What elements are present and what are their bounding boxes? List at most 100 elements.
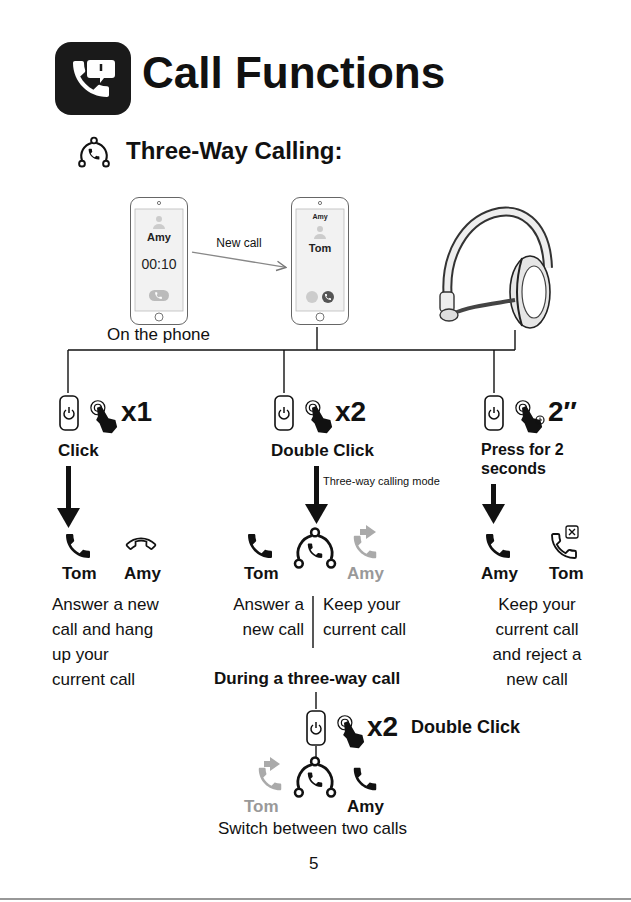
button-icons [307,711,325,745]
outcome-icons [486,534,510,558]
branch-lines [283,350,284,393]
outcome-icons [126,530,156,560]
result-text: Answer a new call and hang up your curre… [52,593,161,693]
down-arrows [66,466,71,512]
headset-illustration [452,300,515,314]
action-name: Double Click [271,441,374,461]
action-name: Click [58,441,99,461]
caller-name: Amy [124,564,161,584]
caller-name: Amy [131,231,187,243]
three-way-icon [79,138,109,167]
button-icons [60,396,78,430]
branch-lines [315,692,316,709]
caller-name: Amy [292,213,348,220]
title-icon [87,60,115,83]
button-icons [338,716,364,748]
headset-illustration [510,256,550,328]
outcome-icons [66,534,90,558]
button-icons [60,396,544,748]
call-info: 00:10 [131,256,187,272]
caption-text: On the phone [107,325,210,345]
caller-name: Amy [347,564,384,584]
edge-label: New call [215,237,262,251]
page-number: 5 [309,854,318,874]
branch-lines [493,350,494,393]
press-duration: 2″ [548,396,577,428]
phone-outline [149,290,169,301]
outcome-icons [360,529,367,535]
result-text: Switch between two calls [218,819,407,839]
caller-name: Tom [244,564,279,584]
outcome-icons [354,768,377,791]
branch-lines [68,327,515,758]
outcome-icons [248,534,272,558]
outcome-icons [295,529,335,568]
branch-lines [67,350,68,393]
call-transition-arrow [192,252,286,267]
press-count: x2 [335,396,366,428]
title-icon [100,64,103,71]
outcome-icons [259,768,282,791]
action-name: Press for 2 seconds [481,440,593,478]
down-arrows [482,504,505,524]
button-icons [275,396,293,430]
page-title: Call Functions [142,48,445,99]
headset-illustration [440,309,458,321]
phone-screen: Amy 00:10 [130,197,188,325]
headset-illustration [517,258,522,326]
phone-outline [153,224,165,229]
call-info: Tom [292,242,348,254]
section-heading: Three-Way Calling: [126,137,342,165]
result-text: Keep your current call and reject a new … [481,593,593,693]
headset-illustration [440,212,550,328]
phone-outline [296,209,344,311]
down-arrows [57,466,505,528]
phone-outline [316,313,324,321]
phone-outline [156,216,162,222]
button-icons [485,396,503,430]
outcome-icons [295,758,335,797]
outcome-icons [126,530,156,560]
phone-outline [155,313,163,321]
branch-lines [68,349,515,350]
caller-name: Amy [481,564,518,584]
phone-outline [317,226,323,232]
branch-lines [514,330,515,350]
title-icon [55,42,131,115]
outcome-icons [569,529,575,535]
section-note: During a three-way call [214,669,400,689]
caller-name: Tom [62,564,97,584]
down-arrows [57,508,80,528]
button-icons [536,416,544,424]
branch-lines [316,327,317,350]
page-rule [0,898,631,899]
phone-outline [157,201,160,204]
headset-illustration [522,266,546,318]
down-arrows [305,504,328,524]
button-icons [306,401,332,433]
phone-outline [318,201,321,204]
outcome-icons [270,757,280,771]
result-text: Keep your current call [323,593,423,643]
phone-outline [322,291,334,303]
press-count: x2 [367,711,398,743]
outcome-icons [366,525,376,539]
phone-outline [306,291,318,303]
button-icons [91,401,117,433]
phone-outline [314,234,326,239]
title-icon [55,42,131,115]
caller-name: Amy [347,797,384,817]
press-count: x1 [121,396,152,428]
phone-screen: AmyTom [291,197,349,325]
outcome-icons [566,526,578,538]
phone-outline [155,292,162,299]
mode-note: Three-way calling mode [323,475,440,488]
button-icons [540,418,542,421]
outcome-icons [354,536,377,559]
branch-lines [315,746,316,758]
outcome-icons [264,761,271,767]
caller-name: Tom [244,797,279,817]
caller-name: Tom [549,564,584,584]
down-arrows [314,466,319,508]
